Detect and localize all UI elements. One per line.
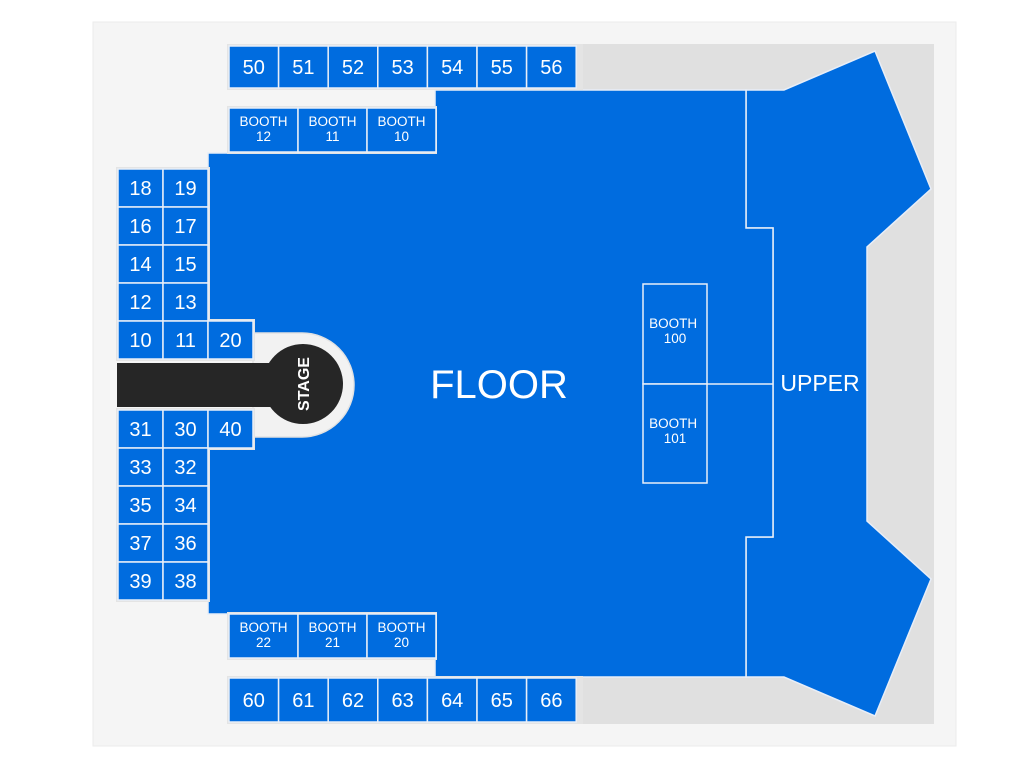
booth-101[interactable]: BOOTH 101 — [642, 383, 708, 484]
booth-100[interactable]: BOOTH 100 — [642, 283, 708, 385]
section-64[interactable]: 64 — [426, 677, 478, 723]
section-37[interactable]: 37 — [117, 523, 164, 563]
section-12[interactable]: 12 — [117, 282, 164, 322]
section-19[interactable]: 19 — [162, 168, 209, 208]
section-66[interactable]: 66 — [525, 677, 577, 723]
section-63[interactable]: 63 — [377, 677, 429, 723]
section-36[interactable]: 36 — [162, 523, 209, 563]
section-50[interactable]: 50 — [228, 45, 280, 89]
section-65[interactable]: 65 — [476, 677, 528, 723]
section-52[interactable]: 52 — [327, 45, 379, 89]
section-31[interactable]: 31 — [117, 409, 164, 449]
stage-label: STAGE — [296, 357, 313, 411]
section-56[interactable]: 56 — [525, 45, 577, 89]
section-60[interactable]: 60 — [228, 677, 280, 723]
section-13[interactable]: 13 — [162, 282, 209, 322]
section-62[interactable]: 62 — [327, 677, 379, 723]
section-18[interactable]: 18 — [117, 168, 164, 208]
stage: STAGE — [117, 332, 355, 438]
section-39[interactable]: 39 — [117, 561, 164, 601]
section-38[interactable]: 38 — [162, 561, 209, 601]
section-17[interactable]: 17 — [162, 206, 209, 246]
section-20[interactable]: 20 — [207, 320, 254, 360]
section-40[interactable]: 40 — [207, 409, 254, 449]
section-54[interactable]: 54 — [426, 45, 478, 89]
section-34[interactable]: 34 — [162, 485, 209, 525]
section-53[interactable]: 53 — [377, 45, 429, 89]
section-51[interactable]: 51 — [277, 45, 329, 89]
section-61[interactable]: 61 — [277, 677, 329, 723]
section-32[interactable]: 32 — [162, 447, 209, 487]
section-35[interactable]: 35 — [117, 485, 164, 525]
section-30[interactable]: 30 — [162, 409, 209, 449]
section-10[interactable]: 10 — [117, 320, 164, 360]
section-33[interactable]: 33 — [117, 447, 164, 487]
section-55[interactable]: 55 — [476, 45, 528, 89]
section-16[interactable]: 16 — [117, 206, 164, 246]
section-11[interactable]: 11 — [162, 320, 209, 360]
section-14[interactable]: 14 — [117, 244, 164, 284]
section-15[interactable]: 15 — [162, 244, 209, 284]
